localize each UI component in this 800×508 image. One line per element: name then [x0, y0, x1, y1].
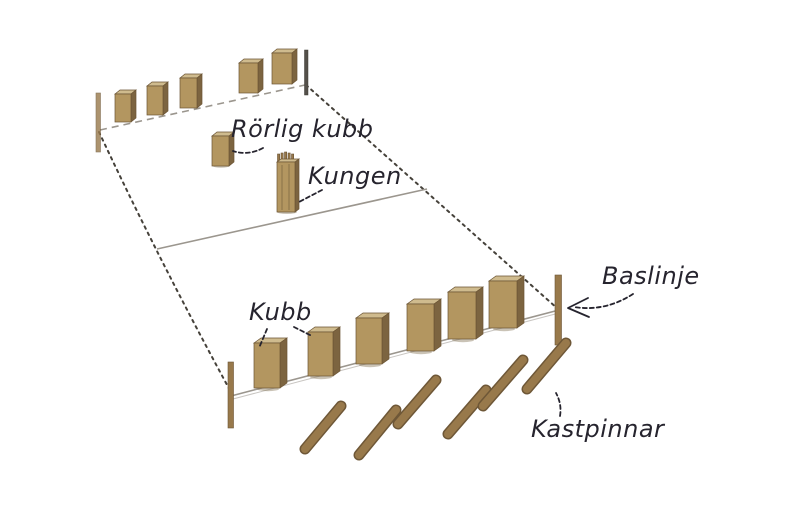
label-kungen: Kungen [308, 162, 402, 190]
kubb-block-back-2 [146, 81, 169, 116]
label-rorlig-kubb: Rörlig kubb [231, 115, 374, 143]
corner-stake-front-left [227, 361, 234, 429]
kastpinne-stick-1 [299, 400, 347, 455]
kubb-block-movable [211, 131, 235, 168]
field-center-line [156, 188, 428, 250]
kubb-leader-left-icon [258, 328, 268, 349]
kungen-leader-icon [298, 189, 323, 203]
kastpinne-stick-2 [353, 404, 402, 461]
label-kastpinnar: Kastpinnar [531, 415, 665, 443]
kubb-block-back-5 [271, 48, 298, 85]
corner-stake-front-right [554, 274, 562, 346]
corner-stake-back-right [304, 49, 309, 96]
kubb-block-front-5 [446, 286, 485, 343]
kubb-leader-right-icon [293, 326, 313, 337]
label-kubb: Kubb [249, 298, 312, 326]
field-right-sideline [305, 84, 559, 310]
kubb-block-back-1 [114, 89, 137, 123]
kubb-block-front-1 [252, 337, 289, 392]
field-left-sideline [98, 131, 233, 395]
kastpinnar-leader-icon [555, 392, 562, 417]
field-back-line [99, 84, 306, 131]
kastpinne-stick-3 [392, 374, 442, 430]
kastpinne-stick-5 [477, 354, 529, 412]
baslinje-arrow-icon [567, 293, 634, 318]
kubb-block-front-3 [354, 312, 391, 368]
corner-stake-back-left [95, 92, 101, 153]
kubb-block-front-6 [487, 275, 526, 332]
kubb-block-back-4 [238, 58, 264, 94]
kastpinne-stick-4 [442, 384, 492, 440]
rorlig-kubb-leader-icon [232, 147, 264, 154]
kastpinne-stick-6 [521, 337, 572, 395]
king-block [275, 151, 301, 214]
kubb-block-front-4 [405, 298, 443, 355]
kubb-block-front-2 [306, 326, 342, 380]
throwing-sticks [299, 337, 572, 461]
kubb-block-back-3 [179, 73, 203, 109]
label-baslinje: Baslinje [602, 262, 700, 290]
